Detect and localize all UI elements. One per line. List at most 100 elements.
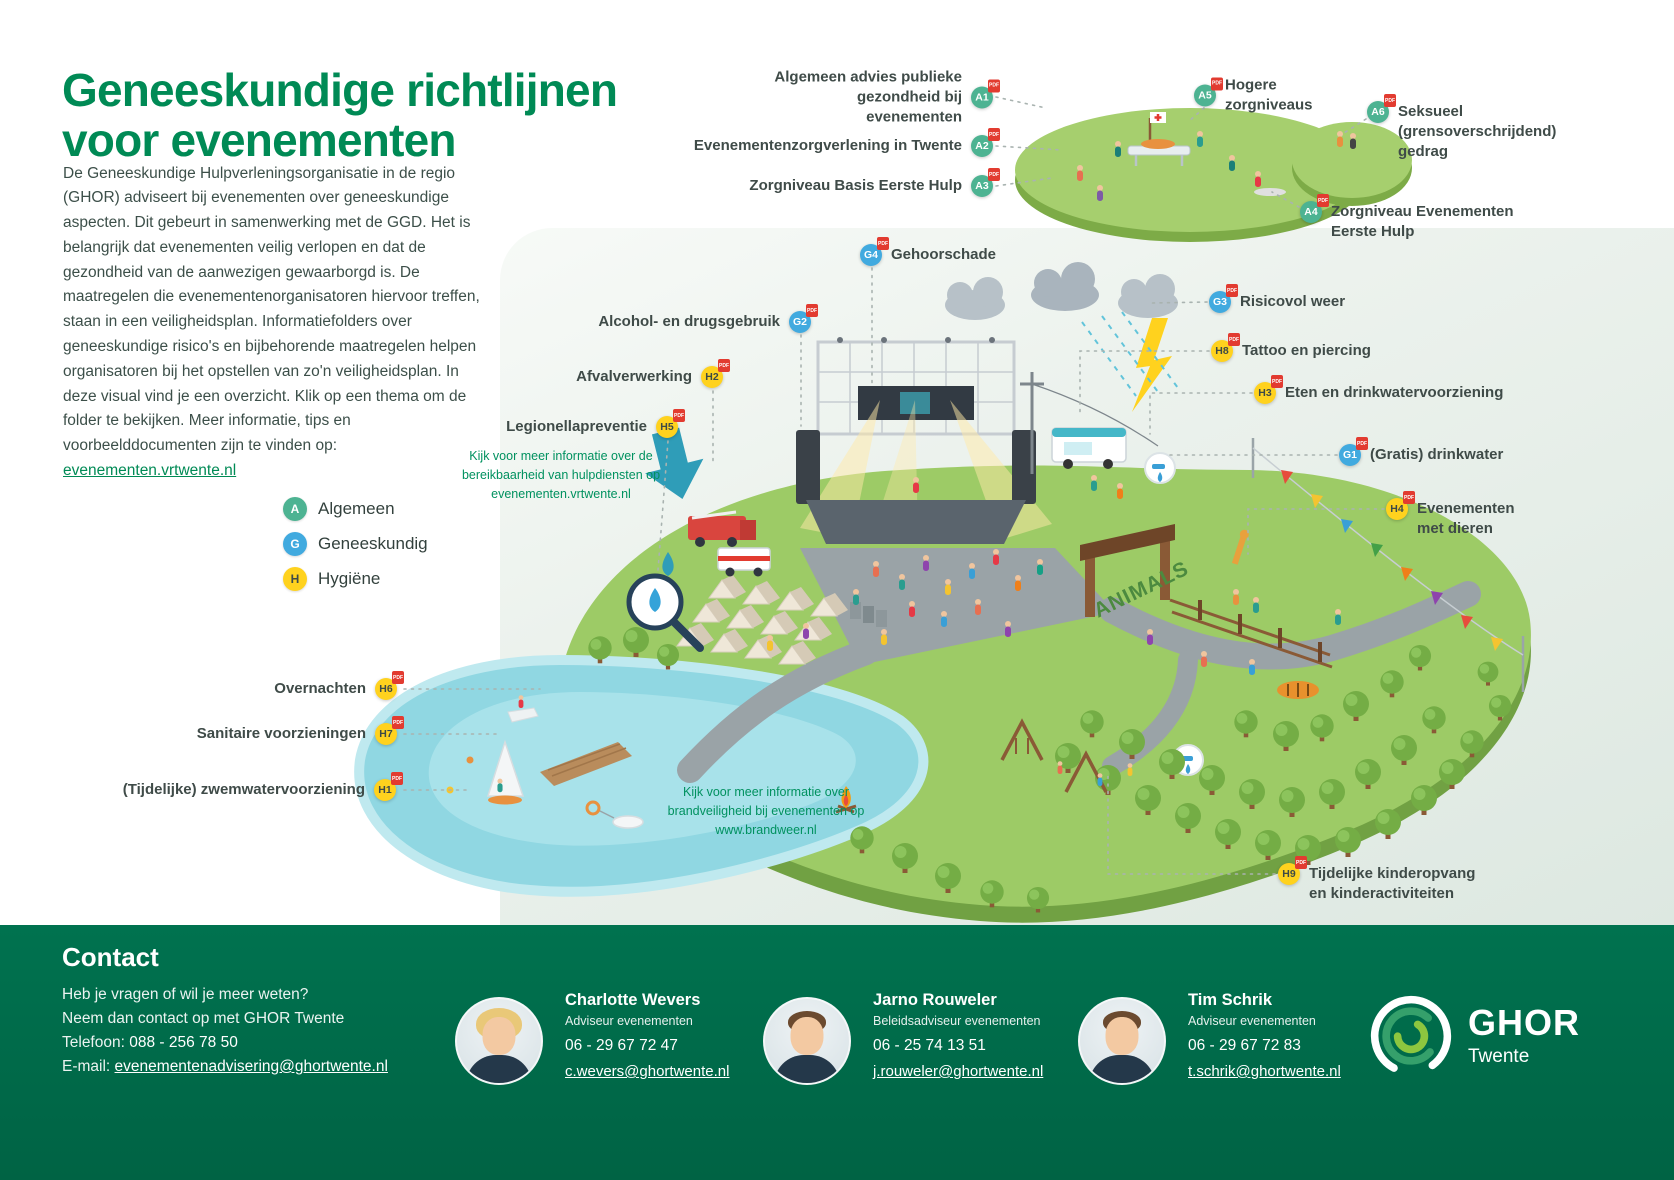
avatar xyxy=(455,997,543,1085)
ghor-brand-text: GHOR xyxy=(1468,1001,1580,1043)
ghor-region-text: Twente xyxy=(1468,1045,1530,1067)
person-email-link[interactable]: c.wevers@ghortwente.nl xyxy=(565,1063,730,1080)
intro-link[interactable]: evenementen.vrtwente.nl xyxy=(63,462,237,480)
pdf-icon: PDF xyxy=(1356,437,1368,450)
intro-paragraph: De Geneeskundige Hulpverleningsorganisat… xyxy=(63,162,491,484)
person-role: Adviseur evenementen xyxy=(565,1014,693,1028)
legend-a-icon: A xyxy=(283,497,307,521)
topic-a1-algemeen-advies[interactable]: Algemeen advies publieke gezondheid bij … xyxy=(757,67,1000,128)
topic-label: Eten en drinkwatervoorziening xyxy=(1285,384,1504,401)
topic-label: Afvalverwerking xyxy=(576,368,692,385)
person-name: Tim Schrik xyxy=(1188,991,1273,1009)
topic-label: Evenementenzorgverlening in Twente xyxy=(693,137,962,154)
topic-label: Algemeen advies publieke gezondheid bij … xyxy=(774,68,962,126)
contact-info: Heb je vragen of wil je meer weten? Neem… xyxy=(62,983,388,1079)
pdf-icon: PDF xyxy=(1228,333,1240,346)
person-email-link[interactable]: j.rouweler@ghortwente.nl xyxy=(873,1063,1044,1080)
topic-label: Seksueel (grensoverschrijdend) gedrag xyxy=(1398,103,1557,160)
pdf-icon: PDF xyxy=(806,304,818,317)
contact-email-link[interactable]: evenementenadvisering@ghortwente.nl xyxy=(114,1058,388,1075)
topic-label: Legionellapreventie xyxy=(506,418,647,435)
topic-label: Hogere zorgniveaus xyxy=(1225,76,1313,114)
legend-label: Hygiëne xyxy=(318,569,381,588)
person-role: Adviseur evenementen xyxy=(1188,1014,1316,1028)
person-email-link[interactable]: t.schrik@ghortwente.nl xyxy=(1188,1063,1341,1080)
intro-text: De Geneeskundige Hulpverleningsorganisat… xyxy=(63,164,480,455)
pdf-icon: PDF xyxy=(988,168,1000,181)
pdf-icon: PDF xyxy=(1317,194,1329,207)
legend-item-algemeen: A Algemeen xyxy=(283,497,428,521)
topic-label: Tijdelijke kinderopvang en kinderactivit… xyxy=(1309,865,1476,902)
legend: A Algemeen G Geneeskundig H Hygiëne xyxy=(283,497,428,591)
pdf-icon: PDF xyxy=(1384,94,1396,107)
pdf-icon: PDF xyxy=(1226,284,1238,297)
pdf-icon: PDF xyxy=(391,772,403,785)
person-phone: 06 - 29 67 72 83 xyxy=(1188,1037,1301,1054)
legend-item-geneeskundig: G Geneeskundig xyxy=(283,532,428,556)
pdf-icon: PDF xyxy=(392,716,404,729)
topic-label: Tattoo en piercing xyxy=(1242,342,1371,359)
pdf-icon: PDF xyxy=(718,359,730,372)
pdf-icon: PDF xyxy=(988,128,1000,141)
email-label: E-mail: xyxy=(62,1058,111,1075)
contact-intro-line2: Neem dan contact op met GHOR Twente xyxy=(62,1010,345,1027)
ghor-logo: GHOR Twente xyxy=(1368,993,1580,1079)
person-name: Charlotte Wevers xyxy=(565,991,701,1009)
topic-label: (Gratis) drinkwater xyxy=(1370,446,1504,463)
ghor-logo-mark xyxy=(1370,995,1452,1077)
topic-label: Overnachten xyxy=(274,680,366,697)
contact-intro-line1: Heb je vragen of wil je meer weten? xyxy=(62,986,309,1003)
contact-phone: 088 - 256 78 50 xyxy=(129,1034,238,1051)
note-fire-safety: Kijk voor meer informatie over brandveil… xyxy=(667,785,865,837)
legend-label: Algemeen xyxy=(318,499,395,518)
avatar xyxy=(763,997,851,1085)
topic-label: Zorgniveau Basis Eerste Hulp xyxy=(749,177,962,194)
topic-label: Sanitaire voorzieningen xyxy=(196,725,366,742)
pdf-icon: PDF xyxy=(392,671,404,684)
pdf-icon: PDF xyxy=(1271,375,1283,388)
phone-label: Telefoon: xyxy=(62,1034,125,1051)
pdf-icon: PDF xyxy=(673,409,685,422)
note-emergency-access: Kijk voor meer informatie over de bereik… xyxy=(461,449,661,501)
pdf-icon: PDF xyxy=(1211,77,1223,90)
legend-g-icon: G xyxy=(283,532,307,556)
